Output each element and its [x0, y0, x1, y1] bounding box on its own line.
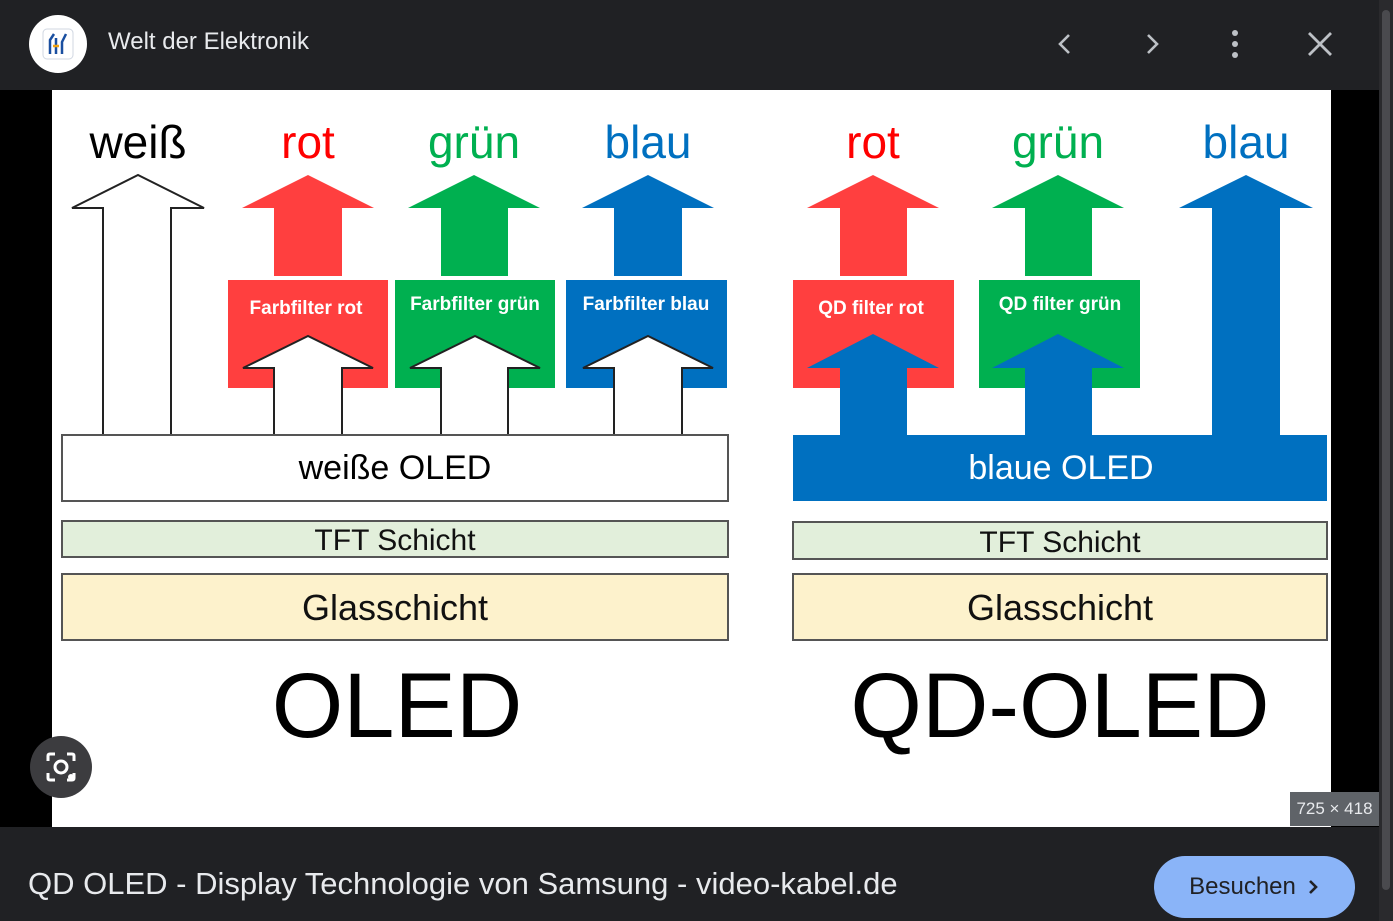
visit-button[interactable]: Besuchen	[1154, 856, 1355, 918]
qd-filter-red-label: QD filter rot	[818, 298, 924, 319]
oled-red-arrow	[242, 175, 374, 276]
qd-label-green: grün	[1012, 116, 1104, 168]
oled-tft-layer	[61, 520, 729, 558]
qd-emitter-label: blaue OLED	[968, 449, 1153, 487]
oled-green-arrow	[408, 175, 540, 276]
site-name[interactable]: Welt der Elektronik	[108, 28, 309, 55]
chevron-right-icon[interactable]	[1129, 22, 1173, 66]
oled-blue-arrow	[582, 175, 714, 276]
qd-inner-arrow-red	[807, 334, 939, 436]
qd-title: QD-OLED	[850, 655, 1269, 757]
qd-red-arrow	[807, 175, 939, 276]
chevron-left-icon[interactable]	[1044, 22, 1088, 66]
site-logo-icon	[42, 28, 74, 60]
close-icon[interactable]	[1298, 22, 1342, 66]
qd-tft-layer	[792, 521, 1328, 560]
oled-label-green: grün	[428, 116, 520, 168]
qd-filter-green-label: QD filter grün	[999, 294, 1121, 315]
lens-search-button[interactable]	[30, 736, 92, 798]
scrollbar-thumb[interactable]	[1382, 10, 1390, 890]
bottom-bar	[0, 827, 1379, 921]
qd-tft-label: TFT Schicht	[979, 526, 1141, 559]
qd-emitter-layer	[793, 435, 1327, 501]
oled-inner-arrow-red	[242, 334, 374, 436]
oled-title: OLED	[272, 655, 523, 757]
qd-glass-label: Glasschicht	[967, 587, 1153, 628]
visit-button-label: Besuchen	[1189, 873, 1296, 900]
oled-inner-arrow-green	[409, 334, 541, 436]
chevron-right-icon	[1308, 880, 1318, 894]
oled-emitter-layer	[61, 434, 729, 502]
oled-label-red: rot	[281, 116, 335, 168]
preview-image[interactable]: weiß rot grün blau Farbfilter rot Farbfi…	[52, 90, 1331, 827]
oled-glass-layer	[61, 573, 729, 641]
qd-inner-arrow-green	[992, 334, 1124, 436]
qd-blue-arrow	[1179, 175, 1313, 436]
image-dimensions-badge: 725 × 418	[1290, 792, 1379, 826]
site-logo[interactable]	[29, 15, 87, 73]
qd-glass-layer	[792, 573, 1328, 641]
qd-label-blue: blau	[1203, 116, 1290, 168]
oled-inner-arrow-blue	[582, 334, 714, 436]
oled-white-arrow	[71, 173, 205, 436]
page-title-link[interactable]: QD OLED - Display Technologie von Samsun…	[28, 866, 898, 901]
top-bar	[0, 0, 1379, 90]
qd-label-red: rot	[846, 116, 900, 168]
oled-filter-red-label: Farbfilter rot	[250, 298, 364, 319]
oled-filter-green-label: Farbfilter grün	[410, 294, 540, 315]
oled-tft-label: TFT Schicht	[314, 524, 476, 557]
oled-label-blue: blau	[605, 116, 692, 168]
lens-search-icon	[46, 752, 76, 782]
qd-green-arrow	[992, 175, 1124, 276]
oled-filter-blue-label: Farbfilter blau	[583, 294, 710, 315]
more-vert-icon[interactable]	[1213, 22, 1257, 66]
oled-glass-label: Glasschicht	[302, 587, 488, 628]
oled-emitter-label: weiße OLED	[298, 449, 492, 487]
oled-label-white: weiß	[88, 116, 186, 168]
